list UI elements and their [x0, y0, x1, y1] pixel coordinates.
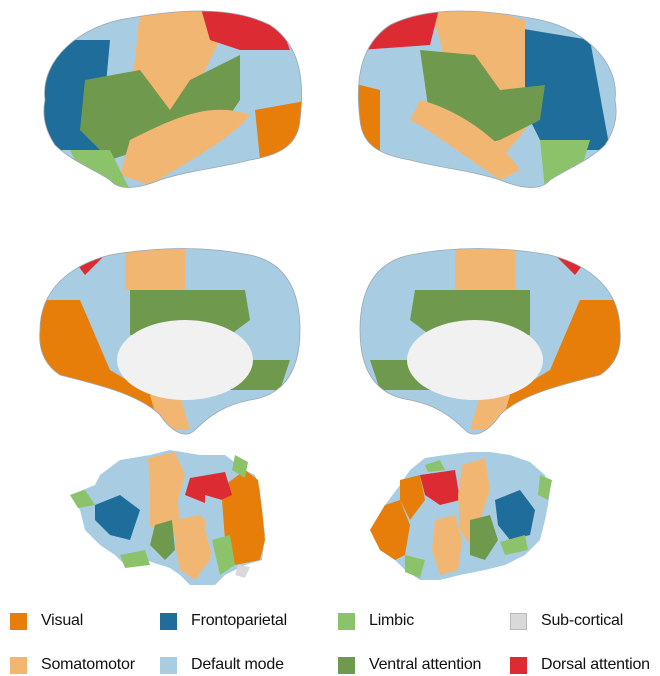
somatomotor-swatch: [10, 657, 27, 674]
brain-network-figure: [0, 0, 660, 600]
default-mode-swatch: [160, 657, 177, 674]
limbic-swatch: [338, 613, 355, 630]
legend-item-subcortical: Sub-cortical: [510, 610, 623, 632]
legend-item-visual: Visual: [10, 610, 83, 632]
left-medial-brain: [30, 240, 310, 440]
legend-label-dorsal-attention: Dorsal attention: [541, 656, 650, 674]
legend-item-somatomotor: Somatomotor: [10, 654, 135, 676]
legend-item-default-mode: Default mode: [160, 654, 284, 676]
left-cerebellum-flatmap: [70, 450, 265, 585]
legend-label-limbic: Limbic: [369, 612, 414, 630]
legend-item-dorsal-attention: Dorsal attention: [510, 654, 650, 676]
ventral-attention-swatch: [338, 657, 355, 674]
legend-label-ventral-attention: Ventral attention: [369, 656, 481, 674]
right-lateral-brain: [340, 0, 620, 200]
legend-label-subcortical: Sub-cortical: [541, 612, 623, 630]
right-cerebellum-flatmap: [370, 452, 552, 580]
legend-label-somatomotor: Somatomotor: [41, 656, 135, 674]
visual-swatch: [10, 613, 27, 630]
legend-item-ventral-attention: Ventral attention: [338, 654, 481, 676]
frontoparietal-swatch: [160, 613, 177, 630]
legend-item-frontoparietal: Frontoparietal: [160, 610, 287, 632]
dorsal-attention-swatch: [510, 657, 527, 674]
left-lateral-brain: [40, 0, 310, 200]
network-legend: Visual Frontoparietal Limbic Sub-cortica…: [0, 600, 660, 675]
legend-item-limbic: Limbic: [338, 610, 414, 632]
legend-label-default-mode: Default mode: [191, 656, 284, 674]
legend-label-frontoparietal: Frontoparietal: [191, 612, 287, 630]
legend-label-visual: Visual: [41, 612, 83, 630]
subcortical-swatch: [510, 613, 527, 630]
right-medial-brain: [350, 240, 630, 440]
